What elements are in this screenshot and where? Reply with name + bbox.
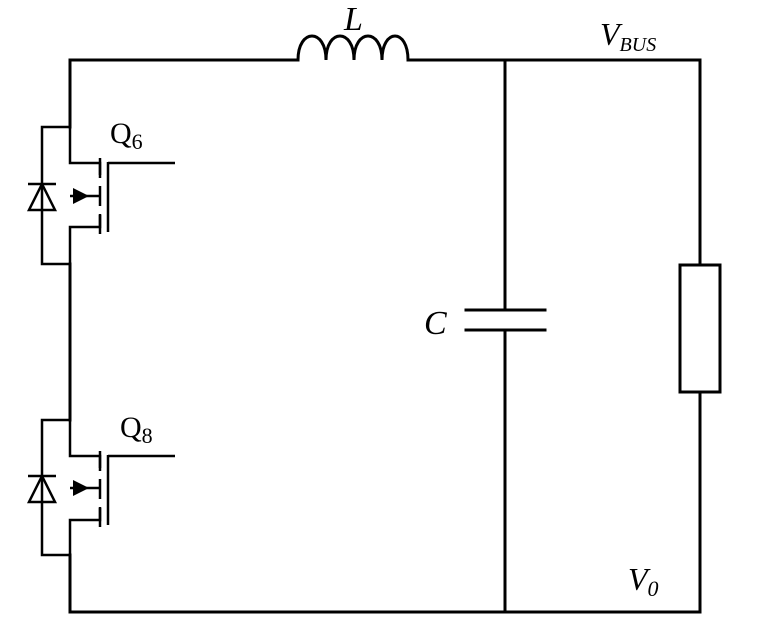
q8-diode-wire — [40, 418, 70, 557]
inductor: L — [296, 1, 410, 62]
q6-source-lead — [68, 215, 102, 264]
vbus-label-subscript: BUS — [620, 34, 657, 56]
q6-diode-triangle — [26, 181, 58, 212]
v0-label-subscript: 0 — [648, 576, 659, 601]
q8-body-arrow — [73, 480, 89, 496]
q6-drain-lead — [68, 127, 102, 175]
q8-label-subscript: 8 — [142, 423, 153, 448]
capacitor: C — [424, 305, 547, 342]
q8-label: Q8 — [120, 411, 153, 448]
resistor-body — [678, 263, 722, 394]
inductor-coil — [296, 34, 410, 62]
q8-source-lead — [68, 508, 102, 555]
mosfet-q6: Q6 — [26, 117, 175, 266]
wires — [68, 58, 702, 614]
q8-drain-lead — [68, 420, 102, 468]
capacitor-label: C — [424, 305, 447, 342]
q6-diode-wire — [40, 125, 70, 266]
inductor-label: L — [343, 1, 363, 38]
q6-label-subscript: 6 — [132, 129, 143, 154]
v0-label: V0 — [628, 561, 659, 601]
mosfet-q8: Q8 — [26, 411, 175, 557]
q6-label: Q6 — [110, 117, 143, 154]
load-resistor — [678, 263, 722, 394]
q8-diode-triangle — [26, 473, 58, 504]
q6-body-arrow — [73, 188, 89, 204]
vbus-label: VBUS — [600, 16, 656, 56]
